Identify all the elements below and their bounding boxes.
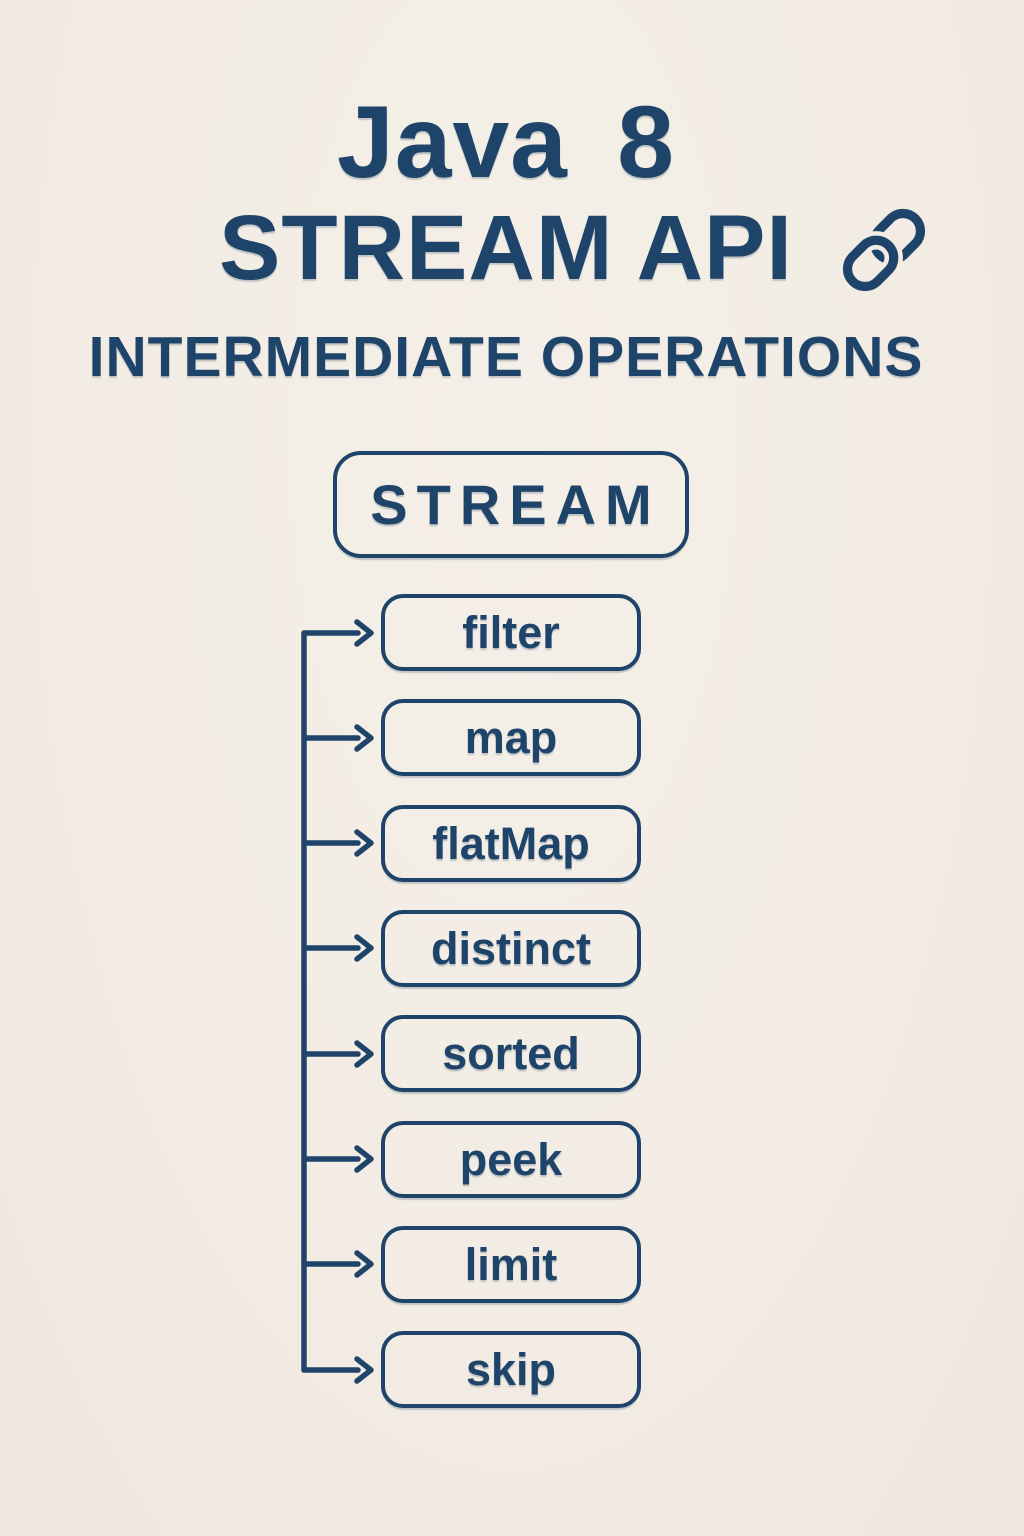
chain-link-icon (838, 208, 926, 296)
operation-box-distinct: distinct (381, 910, 641, 987)
operation-label: map (464, 711, 558, 763)
operation-label: limit (464, 1238, 558, 1290)
flow-connector-path (301, 619, 374, 1384)
operation-label: peek (459, 1133, 563, 1185)
operation-box-flatMap: flatMap (381, 805, 641, 882)
operation-box-peek: peek (381, 1121, 641, 1198)
page-title: Java 8 (337, 85, 675, 199)
operation-box-skip: skip (381, 1331, 641, 1408)
operation-label: sorted (442, 1027, 580, 1079)
operation-box-limit: limit (381, 1226, 641, 1303)
operation-label: flatMap (432, 817, 590, 869)
operation-box-filter: filter (381, 594, 641, 671)
operation-label: skip (465, 1343, 557, 1395)
operation-box-sorted: sorted (381, 1015, 641, 1092)
title-row: STREAM API (0, 196, 1024, 306)
subtitle: INTERMEDIATE OPERATIONS (88, 325, 924, 389)
stream-source-label: STREAM (370, 473, 661, 536)
stream-source-box: STREAM (333, 451, 689, 558)
stream-api-title: STREAM API (219, 197, 793, 299)
operation-box-map: map (381, 699, 641, 776)
operation-label: distinct (430, 922, 591, 974)
operation-label: filter (462, 606, 560, 658)
